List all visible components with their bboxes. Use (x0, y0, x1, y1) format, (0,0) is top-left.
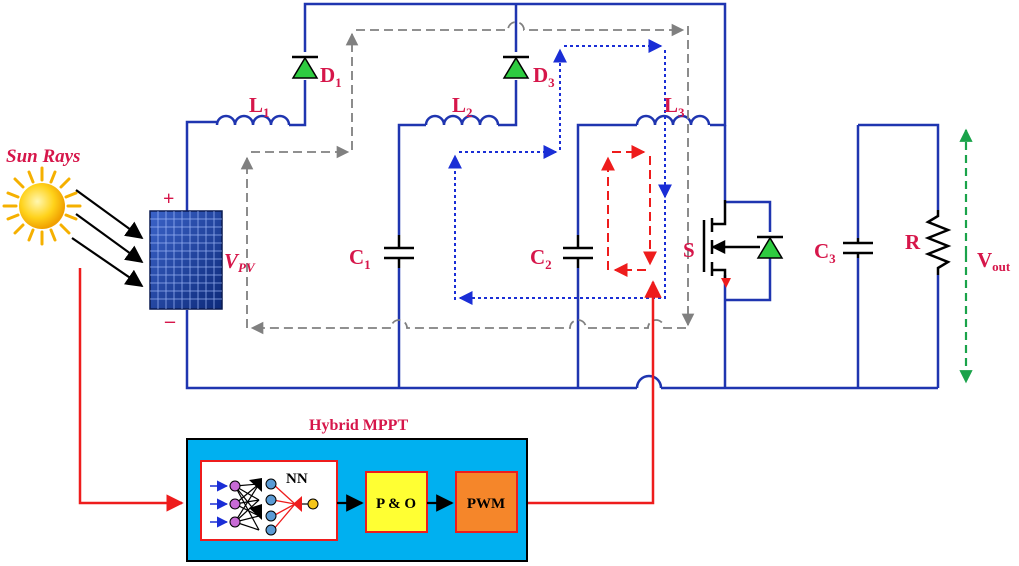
sun-icon (2, 166, 82, 246)
blue-current-path (448, 39, 672, 305)
l1-label: L1 (249, 93, 270, 120)
capacitor-c3 (843, 238, 873, 258)
l3-label: L3 (664, 93, 685, 120)
inductor-l3 (635, 114, 711, 126)
po-label: P & O (376, 496, 416, 512)
control-wires (78, 268, 662, 512)
diode-d1 (291, 55, 319, 79)
switch-label: S (683, 238, 695, 262)
circuit-wires (185, 2, 940, 390)
diode-d3 (502, 55, 530, 79)
nn-label: NN (286, 471, 308, 487)
resistor-label: R (905, 230, 921, 254)
gray-current-path (240, 21, 695, 335)
c2-label: C2 (530, 245, 552, 272)
red-current-path (601, 145, 657, 277)
pwm-label: PWM (467, 496, 505, 512)
pv-minus-label: – (164, 310, 176, 332)
inductor-l2 (424, 114, 500, 126)
body-diode (756, 235, 784, 259)
c3-label: C3 (814, 239, 836, 266)
d3-label: D3 (533, 63, 555, 90)
pwm-box (455, 471, 518, 533)
inductor-l1 (215, 114, 291, 126)
capacitor-c1 (384, 235, 414, 268)
sun-ray-arrows (71, 189, 144, 287)
vout-label: Vout (977, 248, 1011, 274)
neural-network-icon (210, 478, 319, 536)
resistor-r (924, 210, 952, 275)
c1-label: C1 (349, 245, 371, 272)
d1-label: D1 (320, 63, 342, 90)
capacitor-c2 (563, 235, 593, 268)
mosfet-switch (702, 200, 760, 280)
l2-label: L2 (452, 93, 473, 120)
solar-panel-icon (149, 210, 223, 310)
pv-plus-label: + (163, 188, 174, 210)
vpv-label: VPV (224, 249, 256, 275)
hybrid-mppt-title: Hybrid MPPT (309, 417, 408, 434)
sun-rays-label: Sun Rays (6, 146, 80, 167)
mosfet-source-arrow (721, 278, 731, 288)
